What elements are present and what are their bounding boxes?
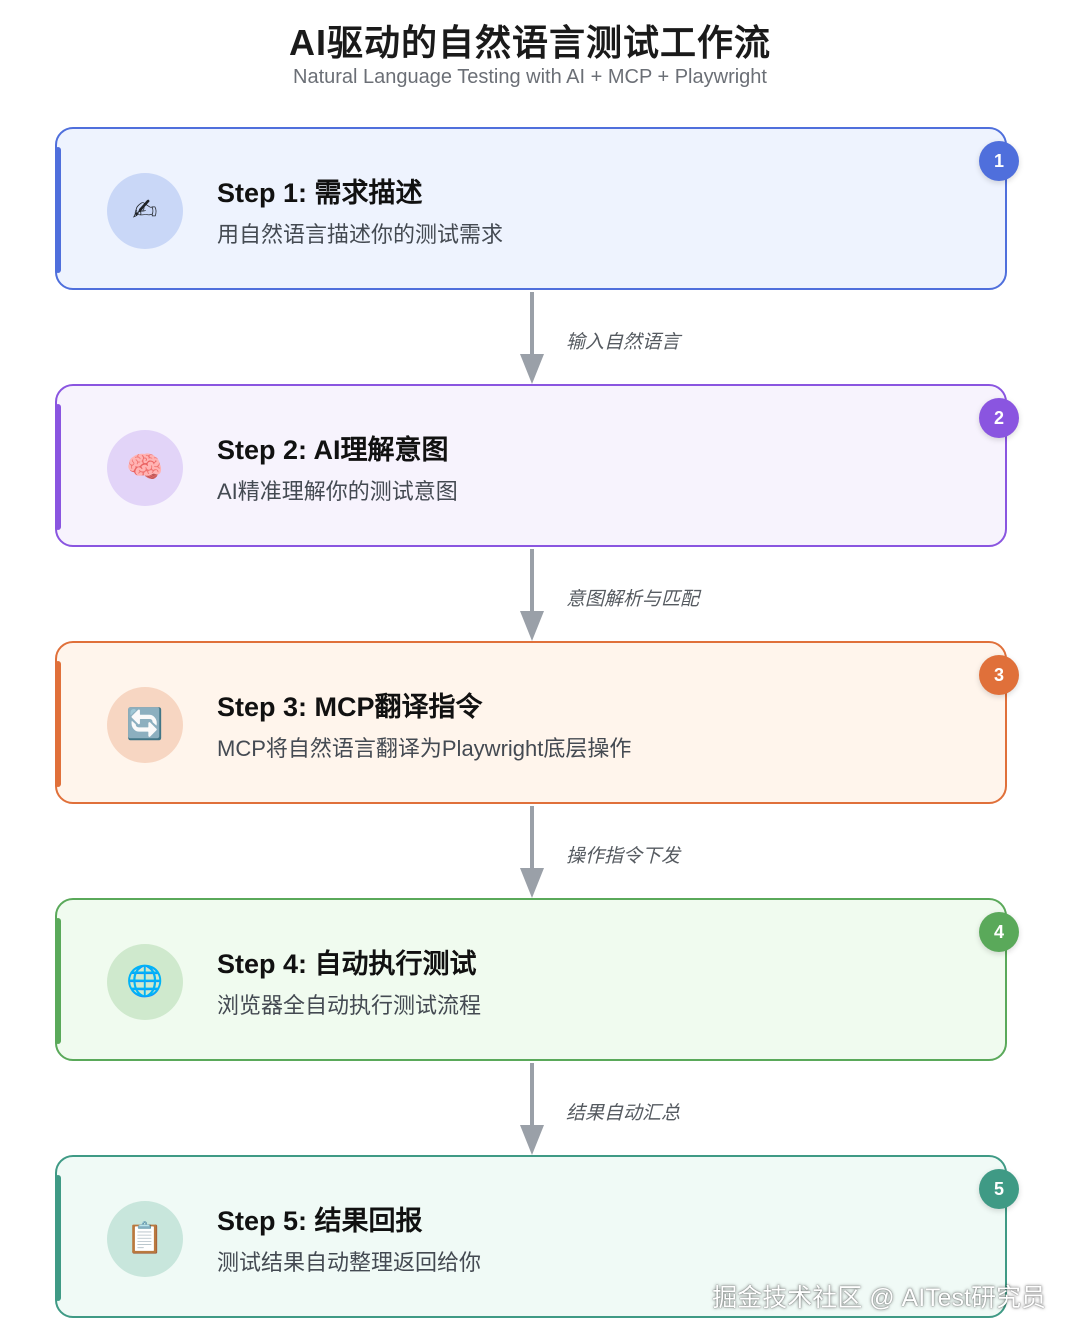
step-icon-circle: 🌐 bbox=[107, 944, 183, 1020]
step-card-5: 📋 Step 5: 结果回报 测试结果自动整理返回给你 5 bbox=[55, 1155, 1019, 1318]
globe-icon: 🌐 bbox=[126, 965, 164, 998]
card-accent-bar bbox=[55, 404, 61, 530]
flow-arrow-2 bbox=[520, 549, 544, 641]
card-accent-bar bbox=[55, 918, 61, 1044]
step-icon-circle: 🔄 bbox=[107, 687, 183, 763]
card-accent-bar bbox=[55, 1175, 61, 1301]
step-icon-circle: 🧠 bbox=[107, 430, 183, 506]
step-icon-circle: 📋 bbox=[107, 1201, 183, 1277]
connector-label: 意图解析与匹配 bbox=[566, 589, 700, 610]
step-icon-circle: ✍ bbox=[107, 173, 183, 249]
step-number-badge: 1 bbox=[979, 141, 1019, 181]
step-number-badge: 4 bbox=[979, 912, 1019, 952]
step-description: MCP将自然语言翻译为Playwright底层操作 bbox=[217, 736, 632, 761]
step-description: 测试结果自动整理返回给你 bbox=[217, 1250, 482, 1275]
connector-label: 结果自动汇总 bbox=[566, 1103, 681, 1124]
flow-arrow-3 bbox=[520, 806, 544, 898]
watermark: 掘金技术社区 @ AITest研究员 bbox=[712, 1284, 1046, 1312]
card-accent-bar bbox=[55, 661, 61, 787]
step-card-1: ✍ Step 1: 需求描述 用自然语言描述你的测试需求 1 bbox=[55, 127, 1019, 290]
clipboard-icon: 📋 bbox=[126, 1222, 164, 1255]
writing-hand-icon: ✍ bbox=[132, 194, 158, 227]
step-title: Step 2: AI理解意图 bbox=[217, 435, 449, 465]
flow-arrow-4 bbox=[520, 1063, 544, 1155]
step-card-3: 🔄 Step 3: MCP翻译指令 MCP将自然语言翻译为Playwright底… bbox=[55, 641, 1019, 804]
step-description: AI精准理解你的测试意图 bbox=[217, 479, 458, 504]
step-description: 用自然语言描述你的测试需求 bbox=[217, 222, 504, 247]
brain-icon: 🧠 bbox=[126, 451, 164, 484]
step-title: Step 3: MCP翻译指令 bbox=[217, 692, 483, 722]
connector-label: 输入自然语言 bbox=[566, 332, 681, 353]
step-title: Step 5: 结果回报 bbox=[217, 1206, 423, 1236]
step-number-badge: 5 bbox=[979, 1169, 1019, 1209]
page-title: AI驱动的自然语言测试工作流 bbox=[288, 22, 771, 63]
step-card-4: 🌐 Step 4: 自动执行测试 浏览器全自动执行测试流程 4 bbox=[55, 898, 1019, 1061]
page-subtitle: Natural Language Testing with AI + MCP +… bbox=[293, 66, 767, 88]
step-title: Step 1: 需求描述 bbox=[217, 178, 423, 208]
step-number-badge: 3 bbox=[979, 655, 1019, 695]
step-description: 浏览器全自动执行测试流程 bbox=[217, 993, 482, 1018]
card-accent-bar bbox=[55, 147, 61, 273]
step-card-2: 🧠 Step 2: AI理解意图 AI精准理解你的测试意图 2 bbox=[55, 384, 1019, 547]
step-number-badge: 2 bbox=[979, 398, 1019, 438]
step-title: Step 4: 自动执行测试 bbox=[217, 949, 477, 979]
connector-label: 操作指令下发 bbox=[566, 846, 681, 867]
arrows-cycle-icon: 🔄 bbox=[126, 708, 164, 741]
flow-arrow-1 bbox=[520, 292, 544, 384]
